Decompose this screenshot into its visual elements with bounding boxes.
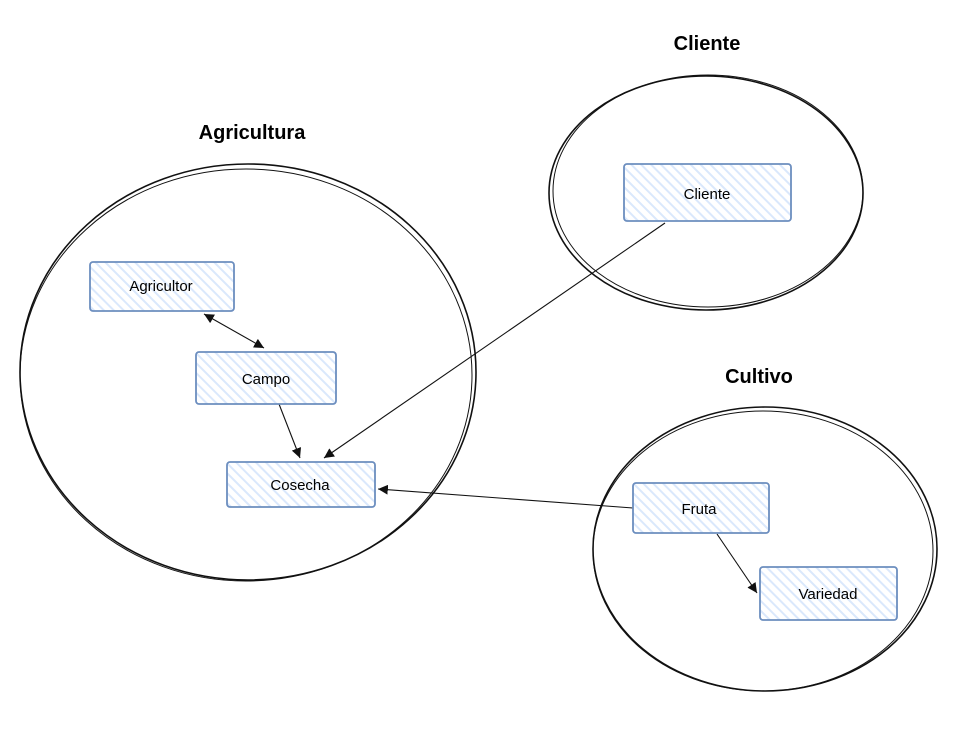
- node-campo[interactable]: Campo: [195, 351, 337, 405]
- node-agricultor-label: Agricultor: [129, 278, 192, 295]
- node-variedad[interactable]: Variedad: [759, 566, 898, 621]
- node-campo-label: Campo: [242, 371, 290, 388]
- node-fruta[interactable]: Fruta: [632, 482, 770, 534]
- node-agricultor[interactable]: Agricultor: [89, 261, 235, 312]
- node-cliente[interactable]: Cliente: [623, 163, 792, 222]
- node-cosecha[interactable]: Cosecha: [226, 461, 376, 508]
- node-cosecha-label: Cosecha: [270, 477, 330, 494]
- node-fruta-label: Fruta: [681, 501, 717, 518]
- context-agricultura-title: Agricultura: [199, 122, 307, 144]
- context-cliente-title: Cliente: [674, 33, 741, 55]
- context-cultivo: Cultivo: [592, 366, 938, 692]
- context-cultivo-title: Cultivo: [725, 366, 793, 388]
- context-agricultura: Agricultura: [19, 122, 477, 582]
- edge-fruta-variedad: [716, 533, 758, 594]
- node-variedad-label: Variedad: [799, 586, 858, 603]
- node-cliente-label: Cliente: [684, 186, 731, 203]
- context-cliente: Cliente: [548, 33, 864, 311]
- edge-campo-cosecha: [278, 403, 302, 459]
- edge-fruta-cosecha: [377, 484, 634, 509]
- edge-cliente-cosecha: [323, 222, 666, 459]
- edge-agricultor-campo: [203, 313, 265, 349]
